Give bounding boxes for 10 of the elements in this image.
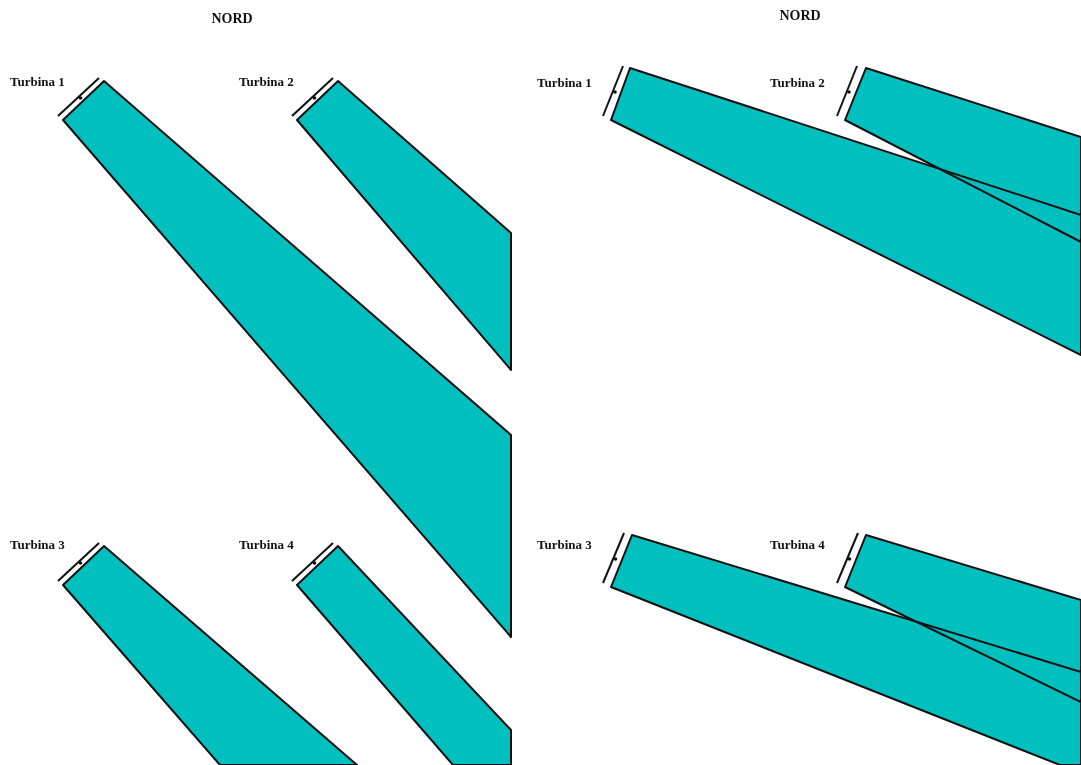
compass-label: NORD (779, 8, 821, 23)
turbine-label: Turbina 1 (10, 74, 65, 89)
turbine-label: Turbina 1 (537, 75, 592, 90)
compass-label: NORD (211, 11, 253, 26)
turbine-label: Turbina 4 (770, 537, 825, 552)
turbine-label: Turbina 4 (239, 537, 294, 552)
turbine-label: Turbina 3 (10, 537, 65, 552)
turbine-label: Turbina 2 (770, 75, 825, 90)
turbine-label: Turbina 2 (239, 74, 294, 89)
turbine-label: Turbina 3 (537, 537, 592, 552)
